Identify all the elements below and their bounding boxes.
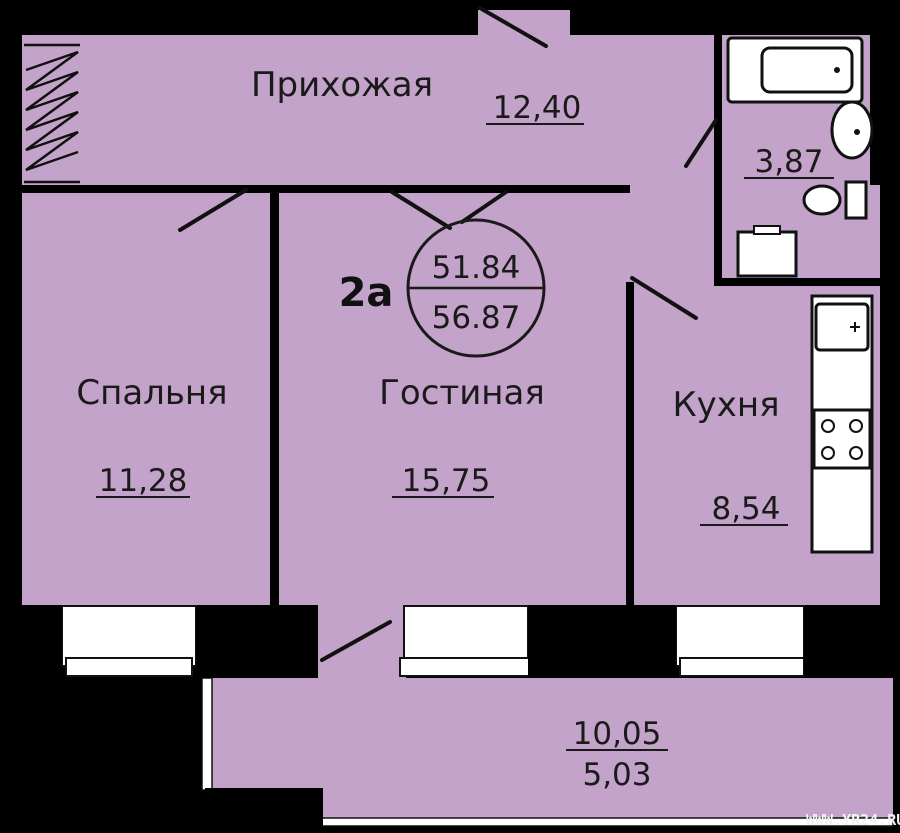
window-bedroom-sill [65,657,193,677]
door-kitchen [630,276,698,320]
wall-lower-far-left [0,606,62,678]
kitchen-area: 8,54 [711,491,780,527]
bathroom-sink-icon [830,100,874,160]
wall-hall-bedroom-left [22,185,167,193]
wall-living-kitchen [626,282,634,605]
door-bedroom [178,188,248,232]
bedroom-name: Спальня [76,373,227,413]
hallway-area: 12,40 [493,90,582,126]
living-area: 15,75 [402,463,491,499]
wall-lower-left [198,606,318,678]
balcony-area: 10,05 [573,716,662,752]
wall-bedroom-living [270,185,279,605]
wall-hall-living [248,185,388,193]
balcony-left-rail [201,677,213,791]
washing-machine-icon [736,225,798,278]
door-living [390,190,452,230]
hallway-name: Прихожая [251,65,433,105]
door-living-2 [460,190,508,224]
wall-hall-living-right [510,185,630,193]
wall-lower-right [804,606,900,678]
kitchen-name: Кухня [672,385,779,425]
area-badge: 51.84 56.87 2a [339,218,546,358]
wardrobe-icon [24,43,80,184]
watermark: WWW.YR24.RU [806,811,900,829]
windows [61,605,805,677]
bedroom-area: 11,28 [99,463,188,499]
living-name: Гостиная [379,373,545,413]
hallway-floor [22,35,714,185]
wall-bathroom-bottom [714,278,880,286]
balcony-bottom-left-block [205,788,323,833]
bathroom-area: 3,87 [754,144,823,180]
bedroom-floor [22,193,270,605]
door-bathroom [684,118,718,168]
apartment-label: 2a [339,270,394,316]
living-floor [279,193,626,605]
bathtub-icon [726,36,864,104]
window-kitchen-sill [679,657,805,677]
doors [178,6,718,662]
wall-bathroom-left [714,35,722,285]
wall-lower-mid [528,606,676,678]
wall-lower-left-2 [196,606,200,678]
toilet-icon [802,180,868,220]
door-passage-floor [318,600,406,680]
door-balcony [320,620,392,662]
living-area-value: 51.84 [432,250,521,286]
total-area-value: 56.87 [432,300,521,336]
interior-walls [0,35,900,678]
balcony-area-reduced: 5,03 [582,757,651,793]
kitchen-upper-floor [626,185,716,285]
window-living-sill [399,657,531,677]
door-entrance [478,6,548,48]
kitchen-counter-icon [810,294,874,554]
window-living [403,605,529,667]
